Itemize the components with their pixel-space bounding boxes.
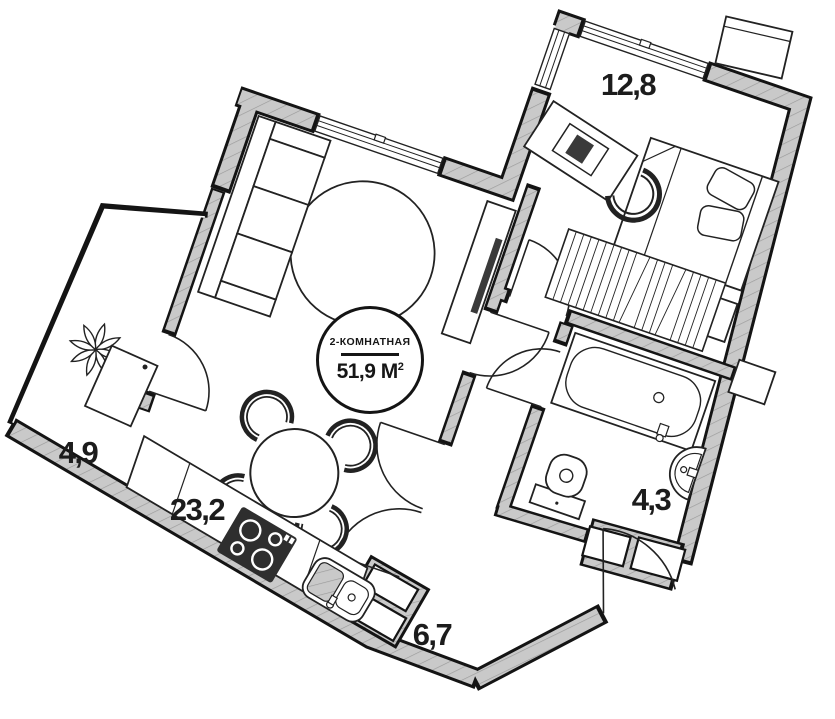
balcony-glazing-inner	[12, 208, 205, 423]
doors	[148, 238, 676, 614]
bathtub	[550, 331, 717, 453]
interior-walls-hatch	[138, 187, 734, 540]
desk-chair	[605, 167, 662, 223]
apartment-total-area: 51,9 М2	[336, 359, 404, 383]
dining-table	[249, 428, 340, 519]
balcony-cabinet	[83, 344, 159, 428]
facade-step-window	[534, 27, 571, 91]
balcony-glazing	[7, 202, 208, 425]
ac-unit	[714, 15, 794, 80]
living-room-window	[313, 115, 444, 175]
tv-unit	[440, 199, 517, 345]
desk	[522, 99, 639, 203]
sofa	[196, 114, 332, 318]
pillow	[696, 204, 745, 242]
badge-divider	[341, 353, 399, 356]
toilet	[528, 453, 588, 521]
tv-screen	[470, 237, 503, 314]
bathroom-area-label: 4,3	[631, 482, 672, 517]
bedroom-window	[579, 20, 710, 80]
bedroom-area-label: 12,8	[600, 67, 657, 102]
balcony-area-label: 4,9	[58, 435, 99, 470]
vent-shafts	[580, 525, 687, 583]
apartment-type-label: 2-КОМНАТНАЯ	[329, 336, 411, 349]
living-kitchen-area-label: 23,2	[169, 492, 226, 527]
wardrobe	[544, 228, 727, 353]
pillow	[706, 167, 756, 211]
kitchen-sink	[301, 557, 376, 623]
hallway-area-label: 6,7	[412, 617, 453, 652]
apartment-info-badge: 2-КОМНАТНАЯ 51,9 М2	[316, 306, 424, 414]
stove	[217, 507, 297, 583]
wall-niche	[727, 358, 777, 406]
bathroom-sink	[669, 446, 707, 501]
